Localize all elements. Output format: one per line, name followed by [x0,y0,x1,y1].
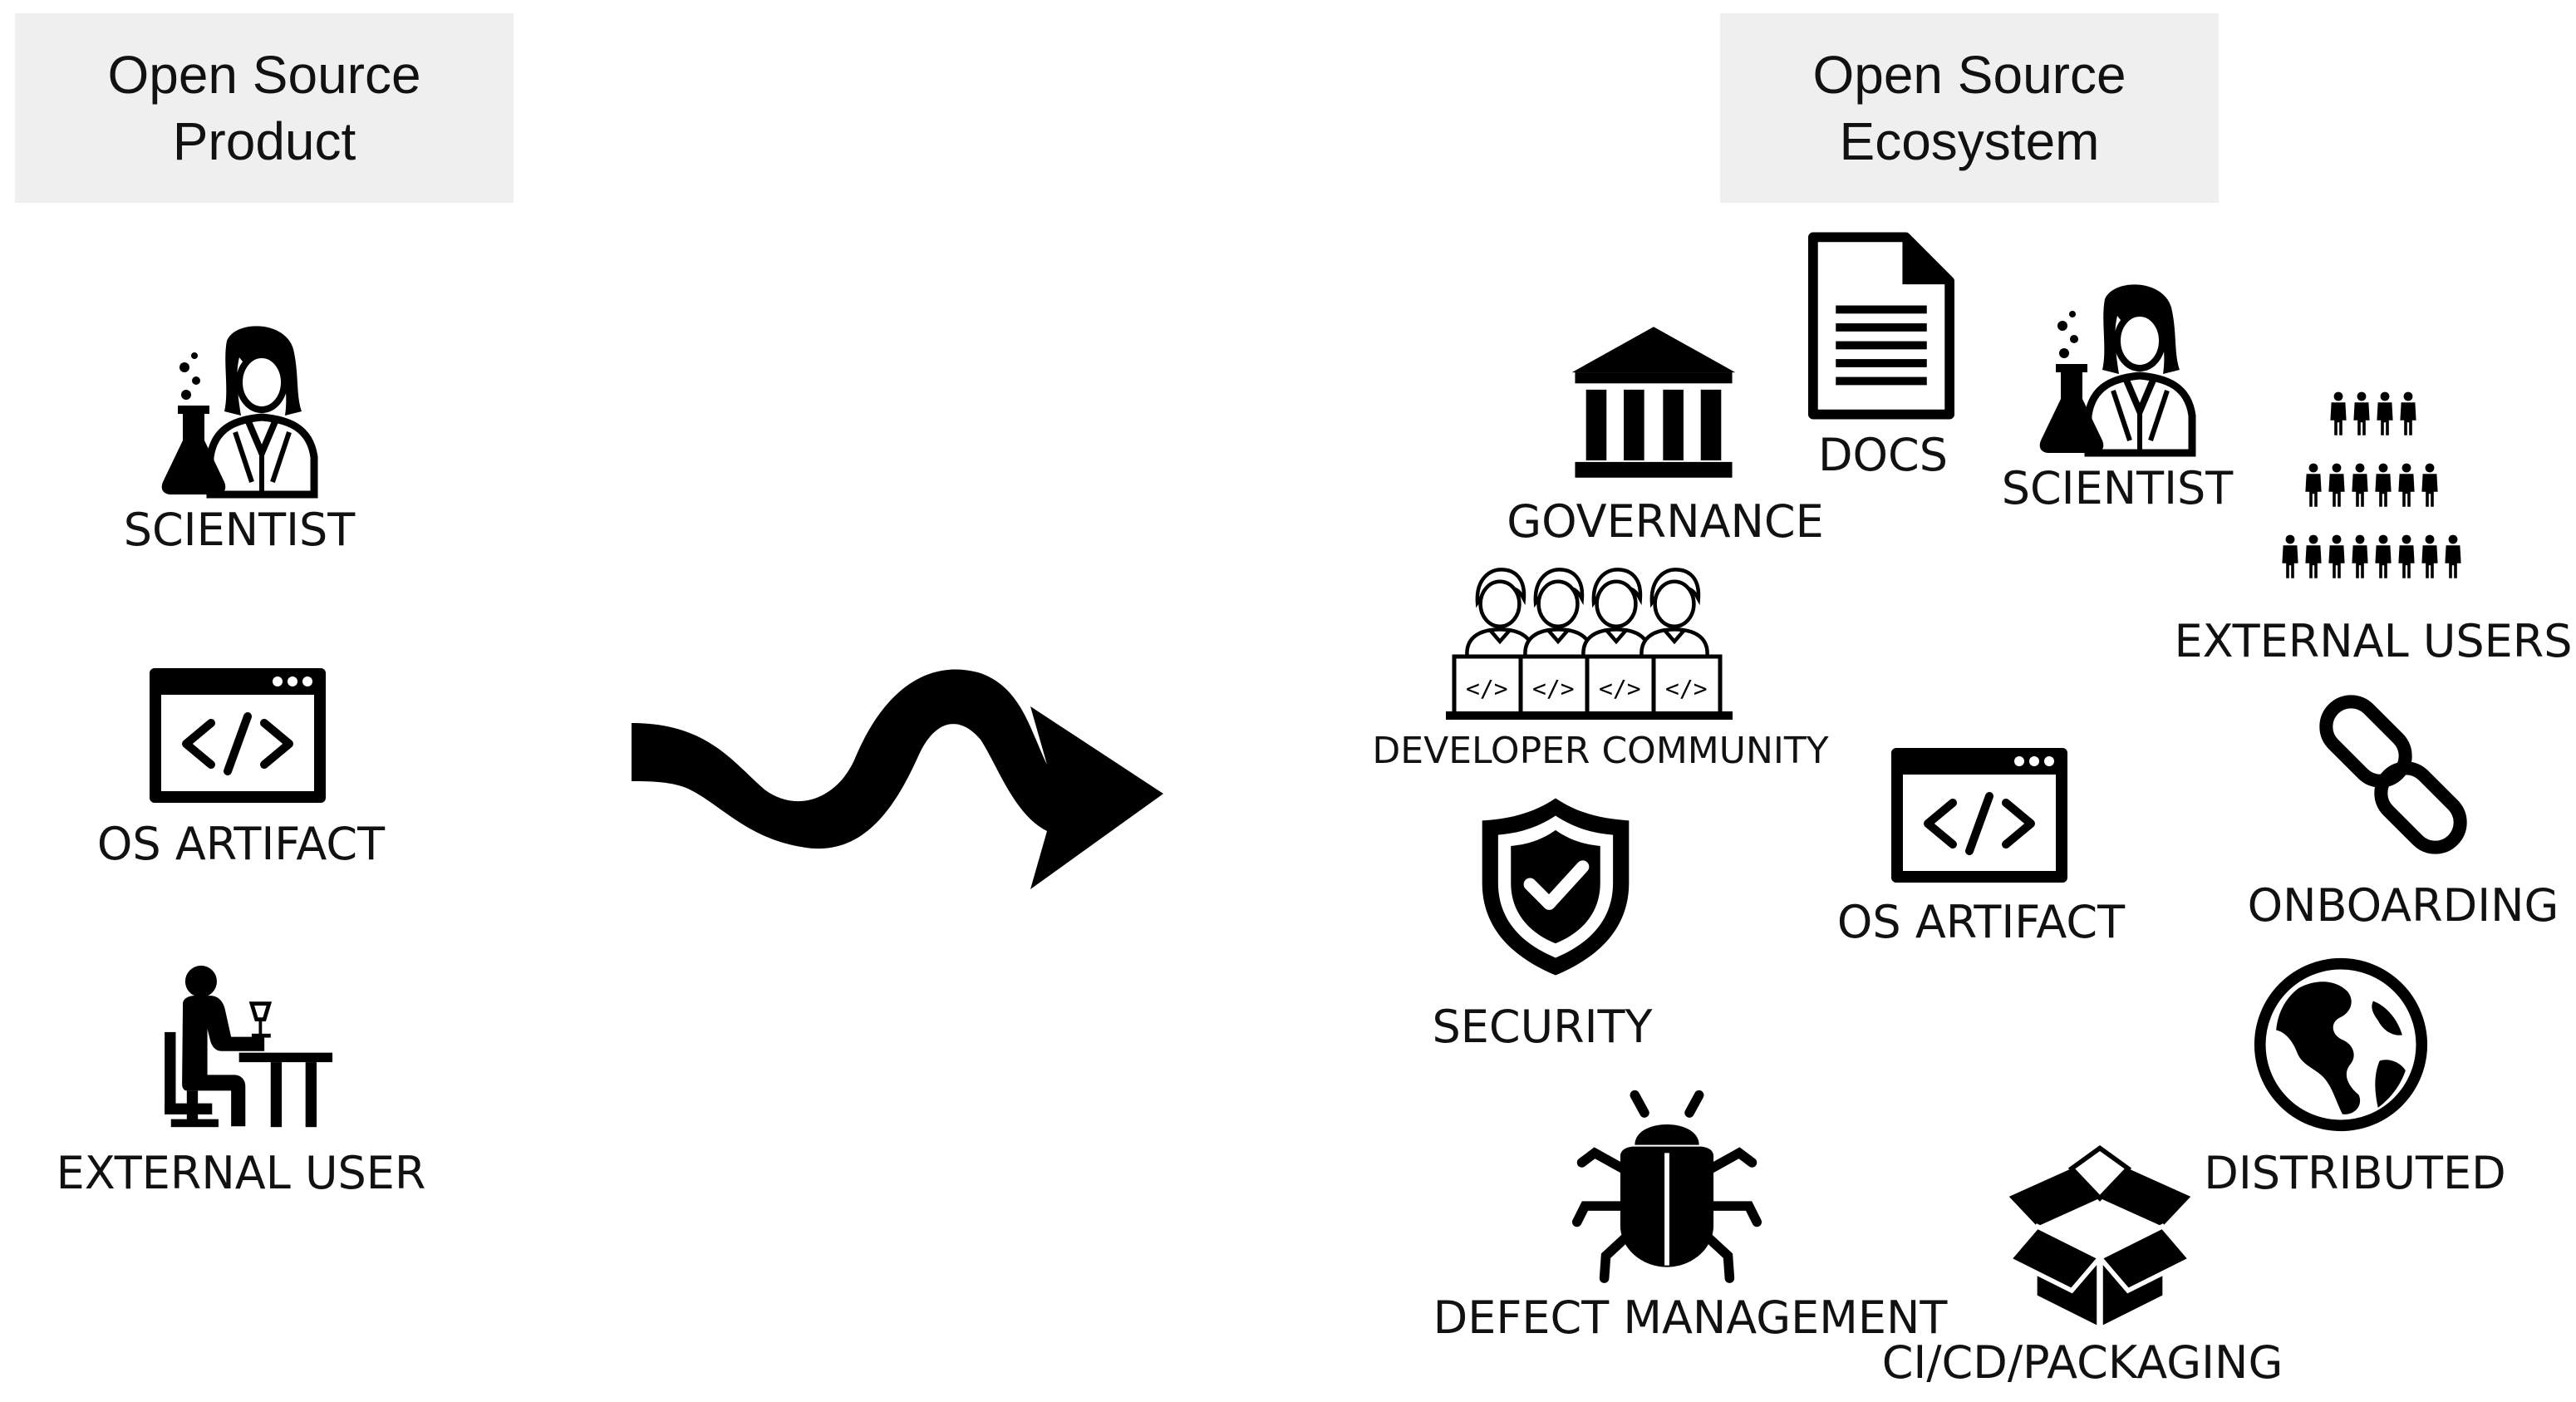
code-window-icon [1888,745,2071,886]
left-header-line2: Product [172,111,356,171]
code-window-icon [146,665,329,806]
institution-icon [1567,321,1740,484]
svg-text:</>: </> [1466,675,1508,702]
right-header-line2: Ecosystem [1839,111,2100,171]
distributed-label: DISTRIBUTED [2204,1147,2506,1199]
crowd-icon [2282,391,2461,578]
left-header: Open Source Product [15,13,514,203]
onboarding-label: ONBOARDING [2247,879,2559,932]
svg-text:</>: </> [1665,675,1708,702]
scientist-icon [148,316,331,499]
defect-management-label: DEFECT MANAGEMENT [1433,1291,1948,1344]
scientist-icon [2026,274,2209,457]
chain-link-icon [2310,691,2476,858]
developers-icon: </> </> </> </> [1446,565,1733,720]
right-header: Open Source Ecosystem [1720,13,2219,203]
left-header-line1: Open Source [107,45,421,105]
governance-label: GOVERNANCE [1507,495,1824,548]
left-os-artifact-label: OS ARTIFACT [96,818,386,870]
svg-text:</>: </> [1532,675,1575,702]
svg-text:</>: </> [1599,675,1641,702]
right-scientist-label: SCIENTIST [2001,462,2234,514]
bug-icon [1571,1085,1763,1285]
document-icon [1808,231,1954,421]
developer-community-label: DEVELOPER COMMUNITY [1372,730,1829,772]
shield-check-icon [1476,794,1635,979]
globe-icon [2252,956,2430,1134]
wavy-arrow-icon [632,669,1163,889]
right-os-artifact-label: OS ARTIFACT [1836,896,2126,948]
left-scientist-label: SCIENTIST [123,504,356,556]
left-external-user-label: EXTERNAL USER [56,1147,426,1199]
desk-user-icon [163,964,337,1130]
docs-label: DOCS [1817,429,1949,481]
open-box-icon [2006,1142,2194,1330]
cicd-packaging-label: CI/CD/PACKAGING [1881,1336,2283,1389]
security-label: SECURITY [1432,1001,1653,1053]
right-header-line1: Open Source [1812,45,2126,105]
external-users-label: EXTERNAL USERS [2174,615,2573,667]
